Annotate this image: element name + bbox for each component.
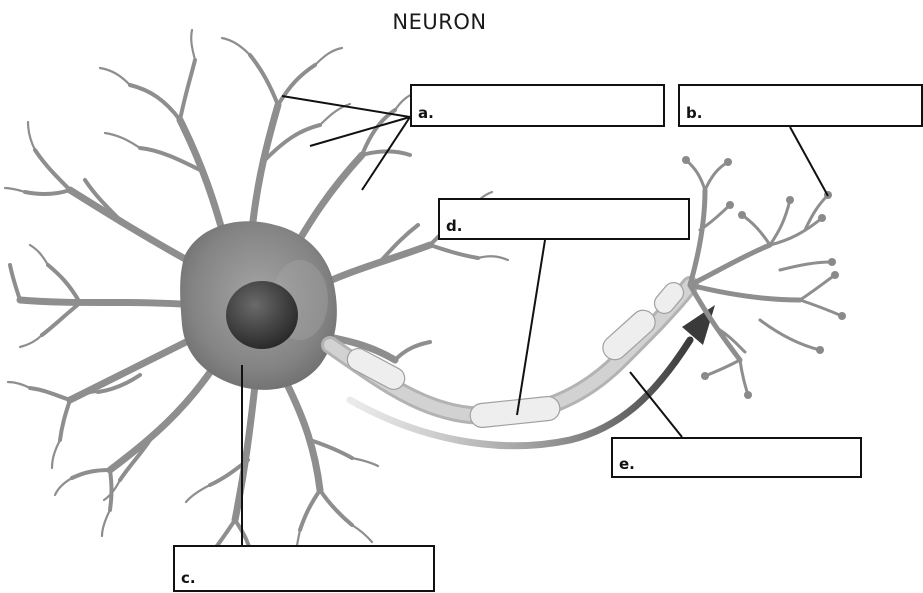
label-box-e[interactable]: e. bbox=[611, 437, 862, 478]
label-letter-c: c. bbox=[181, 569, 196, 587]
label-letter-b: b. bbox=[686, 104, 702, 122]
answer-field-e[interactable] bbox=[641, 443, 854, 472]
answer-field-b[interactable] bbox=[708, 90, 915, 121]
label-letter-d: d. bbox=[446, 217, 462, 235]
label-letter-a: a. bbox=[418, 104, 434, 122]
label-box-a[interactable]: a. bbox=[410, 84, 665, 127]
axon-terminals bbox=[682, 156, 846, 399]
nucleus bbox=[226, 281, 298, 349]
answer-field-c[interactable] bbox=[203, 551, 427, 586]
label-box-b[interactable]: b. bbox=[678, 84, 923, 127]
answer-field-a[interactable] bbox=[440, 90, 657, 121]
label-box-d[interactable]: d. bbox=[438, 198, 690, 240]
label-box-c[interactable]: c. bbox=[173, 545, 435, 592]
label-letter-e: e. bbox=[619, 455, 635, 473]
answer-field-d[interactable] bbox=[468, 204, 682, 234]
